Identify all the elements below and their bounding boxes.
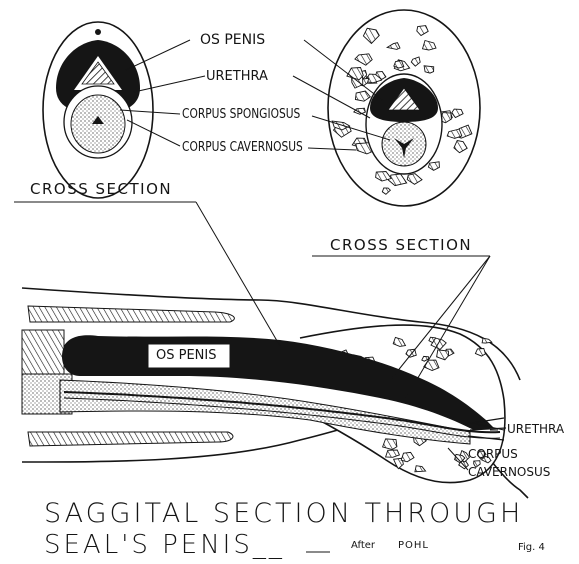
tissue-spot [383, 439, 397, 450]
label-os-penis-top: OS PENIS [200, 33, 265, 47]
upper-hatched-muscle [28, 306, 234, 322]
label-cavernosus-right: CAVERNOSUS [468, 466, 550, 478]
label-cross-section-right: CROSS SECTION [330, 238, 472, 253]
label-urethra-top: URETHRA [206, 70, 268, 83]
caption-line-2: SEAL'S PENIS__ [44, 532, 285, 558]
small-cross-section [43, 22, 153, 198]
label-urethra-right: URETHRA [507, 423, 564, 435]
label-cross-section-left: CROSS SECTION [30, 182, 172, 197]
label-corpus-cavernosus-top: CORPUS CAVERNOSUS [182, 141, 303, 154]
tissue-spot [482, 338, 492, 343]
caption-fig: Fig. 4 [518, 543, 545, 553]
caption-line-1: SAGGITAL SECTION THROUGH [44, 500, 523, 527]
label-corpus-spongiosus: CORPUS SPONGIOSUS [182, 108, 300, 121]
caption-author: POHL [398, 541, 429, 551]
caption-after: After [351, 541, 375, 551]
tissue-spot [424, 66, 434, 73]
bone-base-hatched [22, 330, 64, 374]
lower-hatched-muscle [28, 432, 233, 446]
label-corpus-right: CORPUS [468, 448, 518, 460]
small-top-dot [95, 29, 101, 35]
label-os-penis-main: OS PENIS [156, 349, 216, 362]
tissue-spot [394, 61, 404, 68]
